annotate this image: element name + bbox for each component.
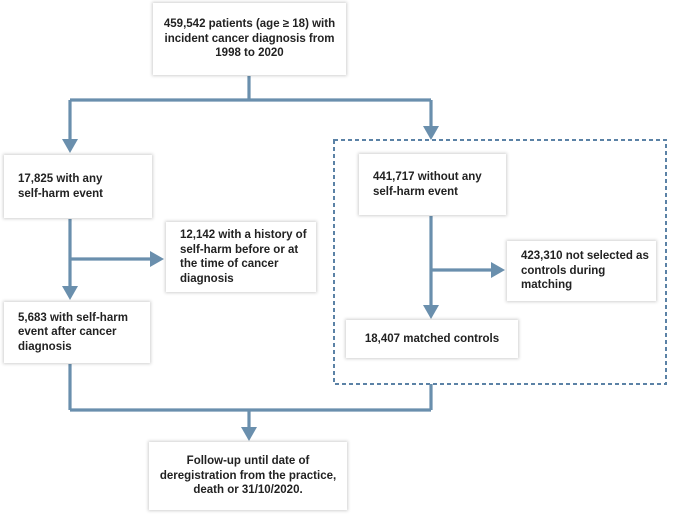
after-dx-box: 5,683 with self-harm event after cancer …: [4, 302, 150, 363]
after-dx-line-3: diagnosis: [18, 340, 72, 353]
root-line-3: 1998 to 2020: [215, 47, 284, 60]
after-dx-line-2: event after cancer: [18, 326, 117, 339]
history-line-2: self-harm before or at: [180, 243, 299, 256]
arrowheads: [62, 126, 505, 441]
arrowhead-history: [150, 251, 164, 267]
followup-box: Follow-up until date of deregistration f…: [149, 442, 347, 510]
not-selected-line-1: 423,310 not selected as: [521, 250, 649, 263]
without-box: 441,717 without any self-harm event: [359, 154, 506, 215]
matched-line-1: 18,407 matched controls: [364, 332, 500, 345]
arrowhead-any: [62, 139, 78, 153]
arrowhead-without: [423, 126, 439, 140]
arrowhead-matched: [423, 305, 439, 319]
root-line-2: incident cancer diagnosis from: [164, 32, 335, 45]
not-selected-line-3: matching: [521, 279, 573, 292]
arrowhead-not-selected: [491, 262, 505, 278]
after-dx-line-1: 5,683 with self-harm: [18, 311, 128, 324]
root-box: 459,542 patients (age ≥ 18) with inciden…: [153, 3, 346, 75]
arrowhead-after: [62, 286, 78, 300]
matched-box: 18,407 matched controls: [346, 320, 518, 358]
followup-line-3: death or 31/10/2020.: [193, 484, 303, 497]
connector-lines: [68, 76, 493, 429]
followup-line-1: Follow-up until date of: [186, 455, 310, 468]
controls-group-frame: [333, 139, 667, 385]
without-line-2: self-harm event: [373, 185, 459, 198]
root-line-1: 459,542 patients (age ≥ 18) with: [163, 18, 336, 31]
any-selfharm-line-1: 17,825 with any: [18, 173, 103, 185]
not-selected-box: 423,310 not selected as controls during …: [507, 241, 656, 301]
history-box: 12,142 with a history of self-harm befor…: [166, 222, 316, 292]
followup-line-2: deregistration from the practice,: [159, 469, 337, 482]
any-selfharm-line-2: self-harm event: [18, 187, 104, 200]
without-line-1: 441,717 without any: [373, 171, 482, 183]
history-line-1: 12,142 with a history of: [180, 229, 307, 241]
not-selected-line-2: controls during: [521, 264, 606, 277]
history-line-3: the time of cancer: [180, 258, 279, 270]
history-line-4: diagnosis: [180, 272, 234, 285]
arrowhead-followup: [241, 427, 257, 441]
any-selfharm-box: 17,825 with any self-harm event: [4, 155, 152, 218]
